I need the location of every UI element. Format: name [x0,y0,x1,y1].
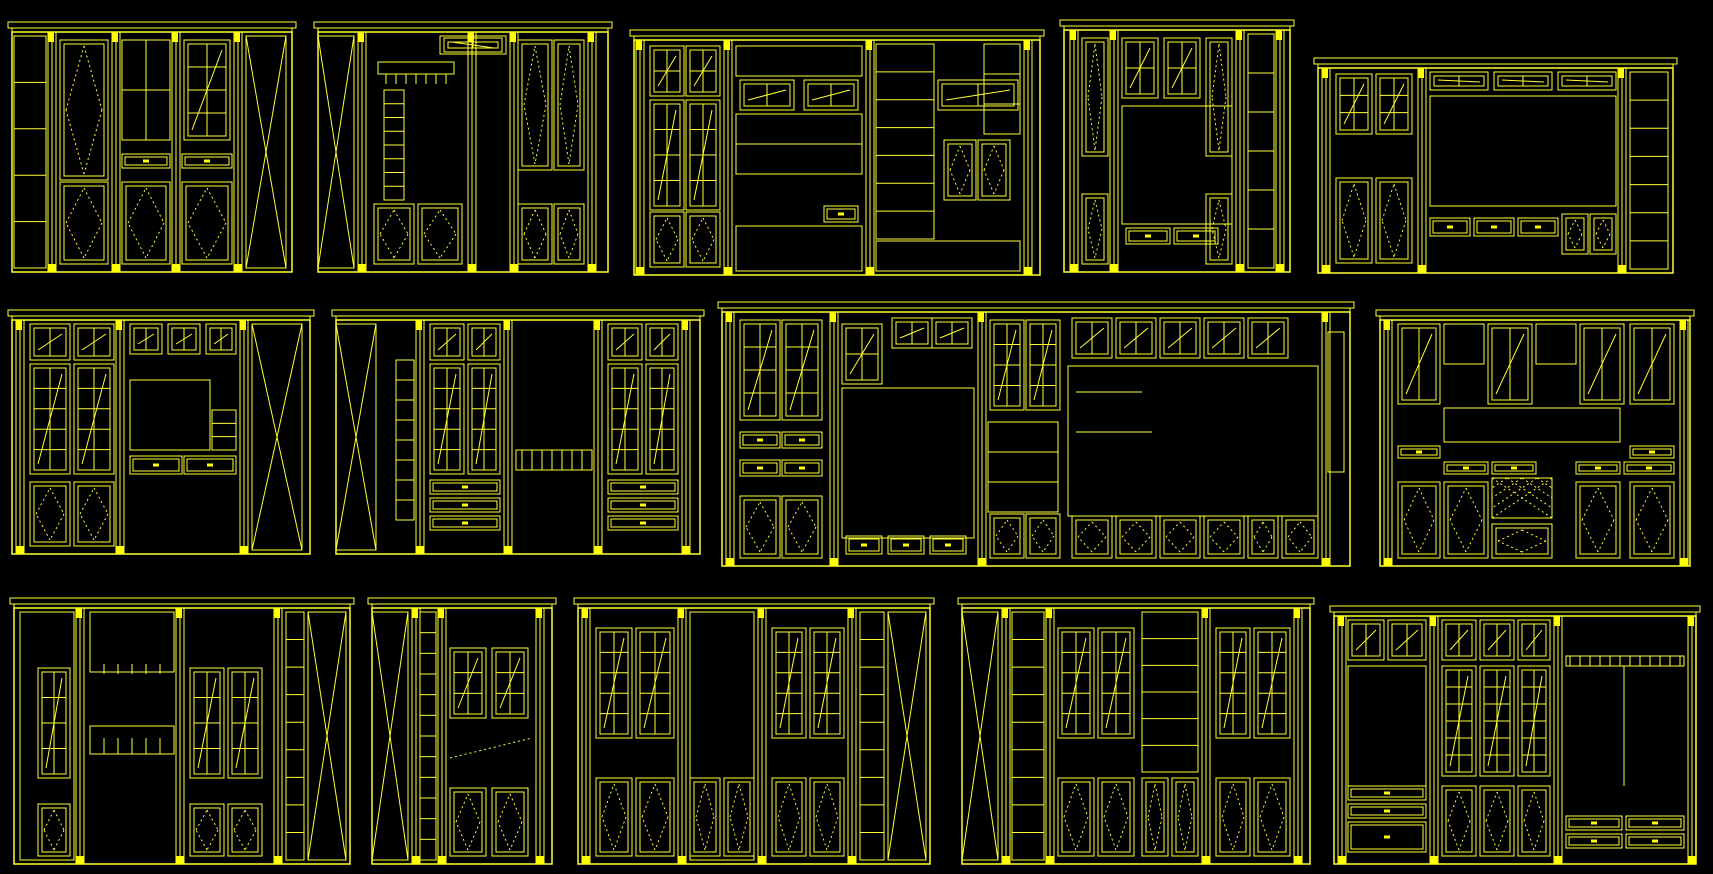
cabinet-elevation-c2 [313,21,613,273]
cabinet-elevation-c6 [7,309,315,555]
cabinet-elevation-c5 [1313,57,1678,274]
cabinet-elevation-c9 [1375,309,1695,567]
cabinet-elevation-c1 [7,21,297,273]
cabinet-elevation-c10 [9,597,355,865]
cabinet-elevation-c8 [717,301,1355,567]
cabinet-elevation-c3 [629,29,1045,276]
cabinet-elevation-c11 [367,597,557,865]
cabinet-elevation-c7 [331,309,705,555]
cabinet-elevation-c12 [573,597,935,865]
cabinet-elevation-c14 [1329,605,1701,865]
cabinet-elevation-c13 [957,597,1315,865]
cabinet-elevation-c4 [1059,19,1295,273]
